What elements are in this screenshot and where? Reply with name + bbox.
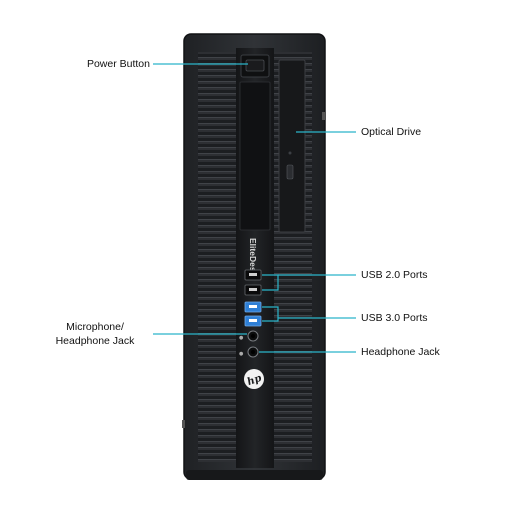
optical-drive-bay <box>278 59 306 233</box>
label-optical-drive-text: Optical Drive <box>361 126 422 138</box>
label-usb2-text: USB 2.0 Ports <box>361 269 428 281</box>
label-usb3-ports: USB 3.0 Ports <box>361 311 428 325</box>
label-headphone-text: Headphone Jack <box>361 346 440 358</box>
model-name-text: EliteDesk <box>248 238 258 277</box>
usb2-ports-group <box>244 269 262 296</box>
upper-glossy-panel <box>239 81 271 231</box>
label-microphone-headphone-jack: Microphone/ Headphone Jack <box>40 320 150 348</box>
chassis-base <box>186 470 323 480</box>
label-mic-line1: Microphone/ <box>66 321 124 333</box>
optical-drive-led <box>288 151 292 155</box>
label-power-button-text: Power Button <box>86 58 150 70</box>
label-optical-drive: Optical Drive <box>361 125 421 139</box>
label-mic-line2: Headphone Jack <box>55 335 135 347</box>
label-usb2-ports: USB 2.0 Ports <box>361 268 428 282</box>
svg-text:hp: hp <box>246 373 263 388</box>
left-vent-grille <box>198 52 236 462</box>
label-headphone-jack: Headphone Jack <box>361 345 440 359</box>
hp-logo: hp <box>244 369 264 389</box>
label-usb3-text: USB 3.0 Ports <box>361 312 428 324</box>
optical-drive-eject <box>286 164 294 180</box>
svg-text:●: ● <box>239 335 244 341</box>
power-button <box>245 59 265 72</box>
svg-text:●: ● <box>239 351 244 357</box>
usb3-ports-group <box>244 301 262 327</box>
label-power-button: Power Button <box>60 57 150 71</box>
